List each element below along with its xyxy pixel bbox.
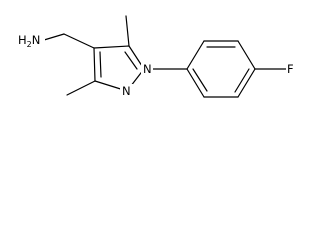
amine-n: N — [32, 33, 41, 47]
fluorine-label: F — [287, 62, 294, 76]
bond-ar-double-2 — [234, 68, 250, 93]
bond-ar-3 — [237, 40, 256, 70]
bond-ar-4 — [237, 68, 256, 98]
bond-ar-6 — [186, 68, 205, 98]
ring-nitrogen-1: N — [143, 62, 152, 76]
amine-mask — [17, 31, 45, 47]
bond-c3-methyl — [66, 80, 96, 96]
molecule-structure: H2N N N F — [17, 15, 297, 98]
bonds — [43, 15, 289, 98]
amine-subscript: 2 — [27, 40, 32, 49]
bond-c3-c4 — [93, 47, 96, 82]
bond-ar-double-3 — [192, 68, 208, 92]
bond-ch2-nh2 — [43, 33, 65, 41]
bond-ar-1 — [186, 40, 205, 70]
bond-c4-c5 — [93, 45, 130, 49]
fluorine-mask — [286, 62, 297, 76]
ring-nitrogen-2: N — [122, 84, 131, 98]
amine-h: H — [18, 33, 27, 47]
bond-ch2-c4 — [63, 33, 95, 49]
bond-c3-c4-double — [99, 51, 102, 78]
bond-c5-n1-double — [124, 51, 138, 70]
n2-mask — [120, 84, 133, 98]
amine-label: H2N — [18, 33, 40, 49]
bond-c5-methyl — [125, 15, 130, 47]
atom-labels: H2N N N F — [17, 31, 297, 98]
n1-mask — [141, 62, 153, 76]
